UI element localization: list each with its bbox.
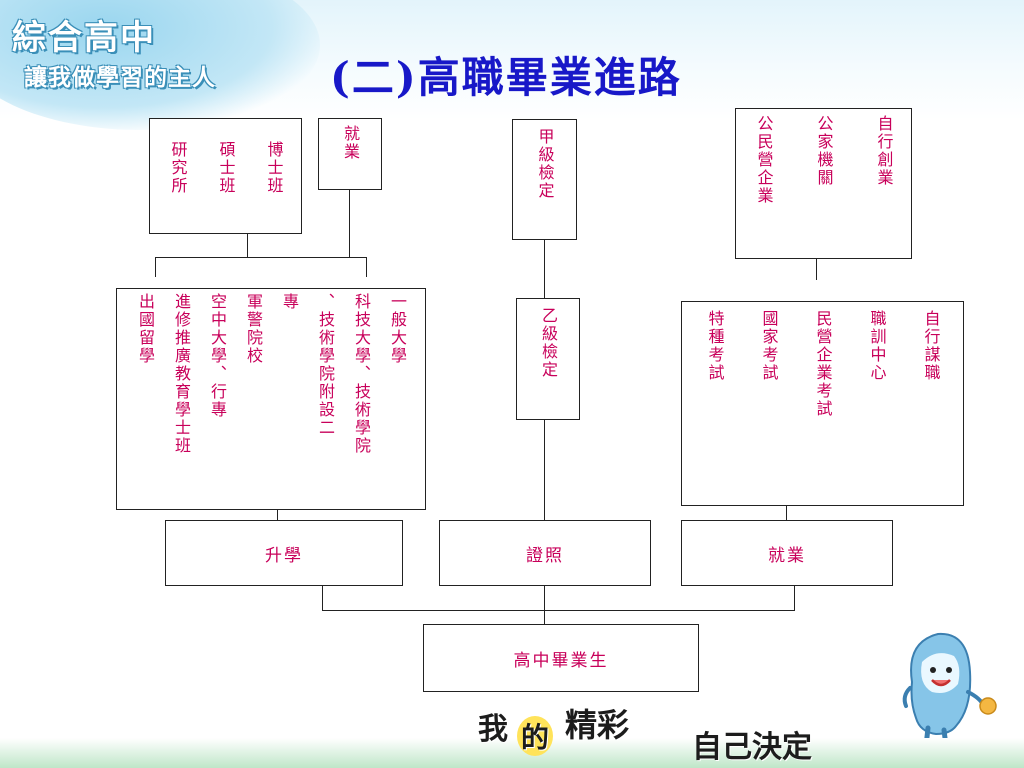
box-text-extension: 進修推廣教育學士班 xyxy=(172,293,191,455)
connector xyxy=(349,190,350,257)
connector xyxy=(322,586,323,610)
box-text-open-university: 空中大學、行專 xyxy=(208,293,227,419)
employment-small-box: 就業 xyxy=(318,118,382,190)
connector xyxy=(544,419,545,521)
connector xyxy=(544,239,545,299)
career-top-box: 自行創業 公家機關 公民營企業 xyxy=(735,108,912,259)
box-text-private-exam: 民營企業考試 xyxy=(813,310,833,418)
box-text-special-exam: 特種考試 xyxy=(705,310,725,382)
footer-slogan-word: 精彩 xyxy=(565,706,630,744)
connector xyxy=(155,257,156,277)
box-text-enterprise: 公民營企業 xyxy=(754,115,774,205)
box-text-class-a: 甲級檢定 xyxy=(535,128,555,200)
box-label-license: 證照 xyxy=(526,545,564,566)
box-text-tech-university: 科技大學、技術學院 xyxy=(352,293,371,455)
connector xyxy=(786,505,787,521)
class-b-exam-box: 乙級檢定 xyxy=(516,298,580,420)
brand-title: 綜合高中 xyxy=(12,18,156,58)
connector xyxy=(544,586,545,625)
box-text-institute: 研究所 xyxy=(168,141,188,195)
connector xyxy=(155,257,367,258)
footer-slogan-word: 自己決定 xyxy=(692,730,812,765)
license-box: 證照 xyxy=(439,520,651,586)
brand-slogan: 讓我做學習的主人 xyxy=(24,65,216,91)
connector xyxy=(322,610,795,611)
box-label-graduate: 高中畢業生 xyxy=(513,650,609,671)
box-text-national-exam: 國家考試 xyxy=(759,310,779,382)
page-title: (二)高職畢業進路 xyxy=(330,53,682,102)
box-text-military: 軍警院校 xyxy=(244,293,263,365)
box-text-junior-college: 專 xyxy=(280,293,299,311)
footer-slogan-word: 的 xyxy=(517,716,554,756)
connector xyxy=(816,258,817,280)
graduate-school-box: 博士班 碩士班 研究所 xyxy=(149,118,302,234)
box-text-study-abroad: 出國留學 xyxy=(136,293,155,365)
box-text-employment: 就業 xyxy=(341,125,360,161)
career-exams-box: 自行謀職 職訓中心 民營企業考試 國家考試 特種考試 xyxy=(681,301,964,506)
box-text-training-center: 職訓中心 xyxy=(867,310,887,382)
box-text-university: 一般大學 xyxy=(388,293,407,365)
box-text-tech-college: 、技術學院附設二 xyxy=(316,293,335,437)
connector xyxy=(366,257,367,277)
further-study-options-box: 一般大學 科技大學、技術學院 、技術學院附設二 專 軍警院校 空中大學、行專 進… xyxy=(116,288,426,510)
graduate-box: 高中畢業生 xyxy=(423,624,699,692)
connector xyxy=(247,233,248,257)
employment-box: 就業 xyxy=(681,520,893,586)
box-text-phd: 博士班 xyxy=(264,141,284,195)
class-a-exam-box: 甲級檢定 xyxy=(512,119,577,240)
further-study-box: 升學 xyxy=(165,520,403,586)
connector xyxy=(794,586,795,610)
box-text-class-b: 乙級檢定 xyxy=(539,307,558,379)
connector xyxy=(277,509,278,521)
footer-band xyxy=(0,738,1024,768)
box-text-masters: 碩士班 xyxy=(216,141,236,195)
box-label-employment: 就業 xyxy=(768,545,806,566)
box-text-government: 公家機關 xyxy=(814,115,834,187)
box-label-further-study: 升學 xyxy=(265,545,303,566)
box-text-self-start: 自行創業 xyxy=(874,115,894,187)
box-text-self-job: 自行謀職 xyxy=(921,310,941,382)
footer-slogan-word: 我 xyxy=(478,712,508,747)
